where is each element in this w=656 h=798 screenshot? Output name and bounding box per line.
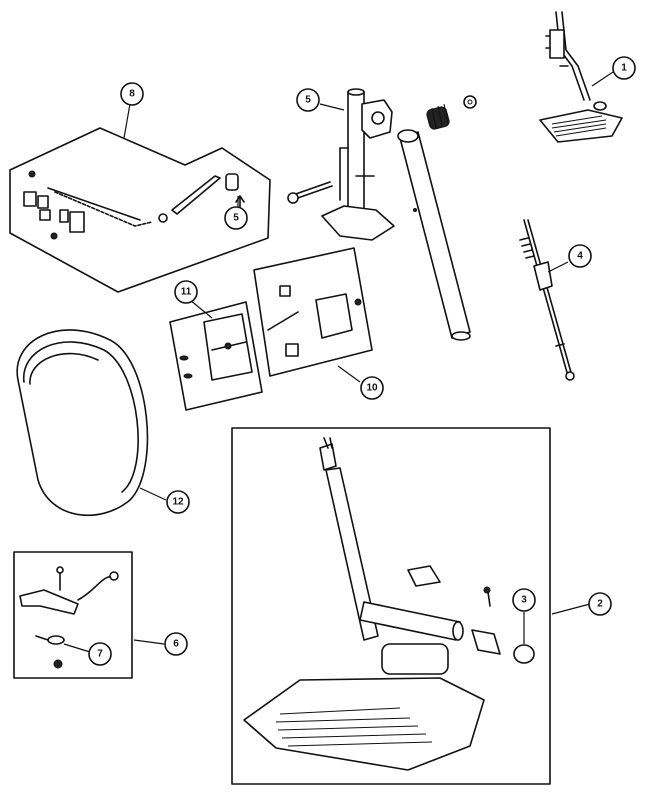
callout-2: 2 [588,592,612,616]
callout-12: 12 [166,490,190,514]
post-5 [287,88,395,241]
card-11 [169,301,263,411]
callout-4: 4 [568,244,592,268]
kit-8-panel [9,127,271,293]
leader-5a [319,103,345,111]
callout-11-label: 11 [181,287,192,298]
leader-6 [133,639,165,645]
leader-12 [139,487,167,501]
support-tube [397,129,471,341]
kit-6-panel [13,551,133,679]
footplate-panel-2 [231,427,551,785]
callout-6: 6 [164,632,188,656]
callout-5a-label: 5 [305,95,311,106]
footrest-assembly-1 [539,11,623,143]
leader-10 [337,365,361,383]
callout-8: 8 [120,82,144,106]
callout-10: 10 [360,376,384,400]
leader-7 [63,643,91,653]
callout-10-label: 10 [366,383,378,394]
callout-6-label: 6 [173,639,179,650]
callout-1-label: 1 [621,63,627,74]
callout-7-label: 7 [97,649,103,660]
leader-4 [547,261,569,273]
callout-3: 3 [512,588,536,612]
leader-11 [189,299,213,319]
callout-2-label: 2 [597,599,603,610]
callout-4-label: 4 [577,251,583,262]
callout-8-label: 8 [129,89,135,100]
callout-5b-label: 5 [233,213,239,224]
callout-12-label: 12 [172,497,184,508]
callout-5a: 5 [296,88,320,112]
callout-3-label: 3 [521,595,527,606]
bushing-nut [426,95,477,130]
callout-11: 11 [174,280,198,304]
armrest-pad-12 [16,329,149,517]
rod-4 [519,219,575,381]
card-10 [253,247,373,377]
callout-5b: 5 [224,206,248,230]
leader-2 [551,603,591,615]
leader-1 [591,71,614,87]
leader-8 [123,103,131,139]
callout-1: 1 [612,56,636,80]
callout-7: 7 [88,642,112,666]
